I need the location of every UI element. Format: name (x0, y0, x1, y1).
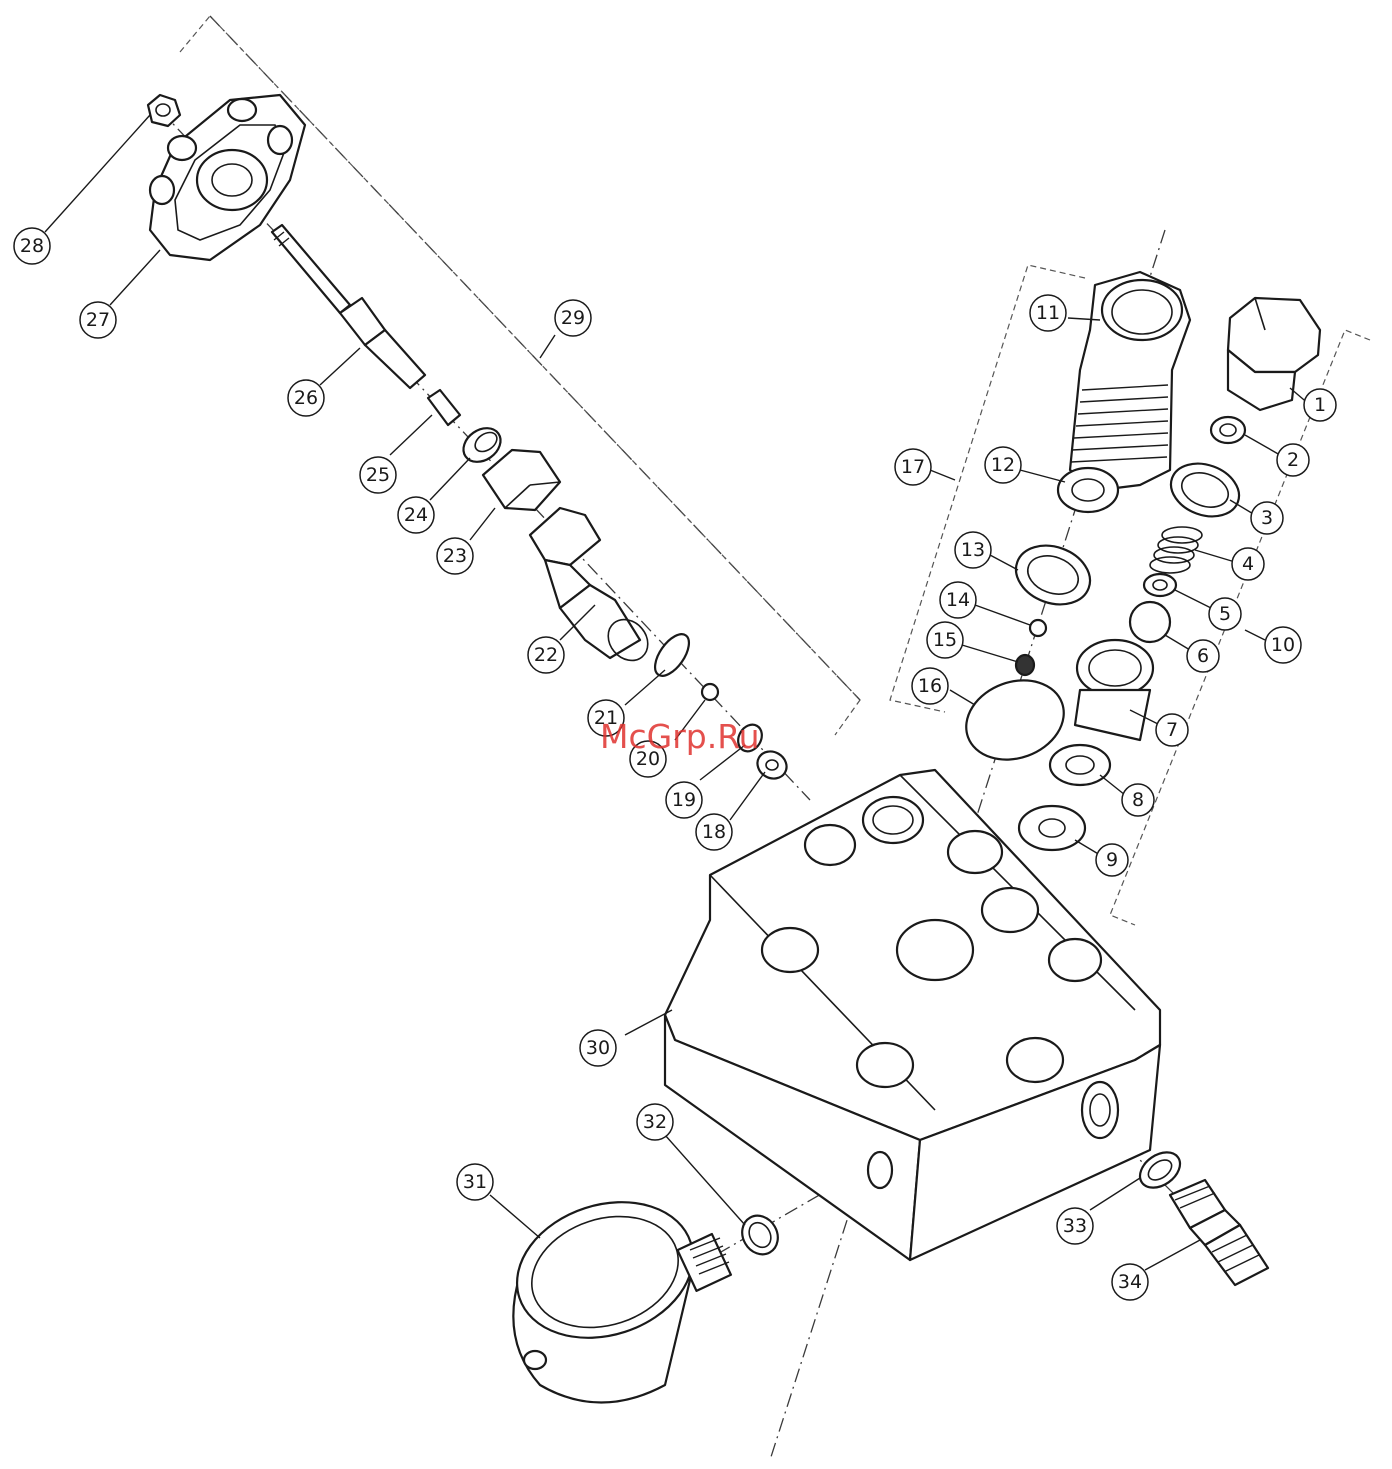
manifold-block (665, 770, 1160, 1260)
svg-text:7: 7 (1166, 719, 1178, 741)
callout-19: 19 (666, 782, 702, 818)
callout-29: 29 (555, 300, 591, 336)
hex-nut-23 (483, 450, 560, 510)
svg-text:11: 11 (1036, 302, 1060, 324)
callout-7: 7 (1156, 714, 1188, 746)
callout-1: 1 (1304, 389, 1336, 421)
ball-20 (702, 684, 718, 700)
ball-14 (1030, 620, 1046, 636)
callout-33: 33 (1057, 1208, 1093, 1244)
callout-16: 16 (912, 668, 948, 704)
svg-text:15: 15 (933, 629, 957, 651)
svg-text:8: 8 (1132, 789, 1144, 811)
fitting-34 (1170, 1180, 1268, 1285)
callout-8: 8 (1122, 784, 1154, 816)
washer-32 (735, 1209, 784, 1261)
svg-text:32: 32 (643, 1111, 667, 1133)
svg-text:33: 33 (1063, 1215, 1087, 1237)
svg-text:10: 10 (1271, 634, 1295, 656)
svg-text:24: 24 (404, 504, 428, 526)
svg-text:2: 2 (1287, 449, 1299, 471)
cap-1 (1228, 298, 1320, 410)
callout-6: 6 (1187, 640, 1219, 672)
callout-4: 4 (1232, 548, 1264, 580)
svg-text:5: 5 (1219, 603, 1231, 625)
callout-15: 15 (927, 622, 963, 658)
callout-34: 34 (1112, 1264, 1148, 1300)
part-8 (1050, 745, 1110, 785)
callout-22: 22 (528, 637, 564, 673)
callout-28: 28 (14, 228, 50, 264)
ball-6 (1130, 602, 1170, 642)
callout-30: 30 (580, 1030, 616, 1066)
part-5 (1144, 574, 1176, 596)
svg-text:4: 4 (1242, 553, 1254, 575)
callout-5: 5 (1209, 598, 1241, 630)
callout-25: 25 (360, 457, 396, 493)
svg-text:12: 12 (991, 454, 1015, 476)
spindle-26 (272, 225, 425, 388)
callout-12: 12 (985, 447, 1021, 483)
svg-text:9: 9 (1106, 849, 1118, 871)
callout-32: 32 (637, 1104, 673, 1140)
washer-3 (1164, 455, 1247, 526)
callout-9: 9 (1096, 844, 1128, 876)
svg-text:26: 26 (294, 387, 318, 409)
part-2 (1211, 417, 1245, 443)
callout-27: 27 (80, 302, 116, 338)
callout-13: 13 (955, 532, 991, 568)
callout-26: 26 (288, 380, 324, 416)
svg-text:18: 18 (702, 821, 726, 843)
callout-18: 18 (696, 814, 732, 850)
callout-17: 17 (895, 449, 931, 485)
svg-text:28: 28 (20, 235, 44, 257)
svg-text:34: 34 (1118, 1271, 1142, 1293)
callout-10: 10 (1265, 627, 1301, 663)
svg-text:16: 16 (918, 675, 942, 697)
pressure-gauge (499, 1180, 731, 1402)
nut-28 (148, 95, 180, 126)
svg-text:23: 23 (443, 545, 467, 567)
callout-23: 23 (437, 538, 473, 574)
svg-text:31: 31 (463, 1171, 487, 1193)
washer-13 (1008, 536, 1099, 615)
svg-text:30: 30 (586, 1037, 610, 1059)
callout-11: 11 (1030, 295, 1066, 331)
svg-text:29: 29 (561, 307, 585, 329)
callout-24: 24 (398, 497, 434, 533)
svg-text:14: 14 (946, 589, 970, 611)
threaded-body-11 (1070, 272, 1190, 490)
part-9 (1019, 806, 1085, 850)
callout-14: 14 (940, 582, 976, 618)
svg-text:6: 6 (1197, 645, 1209, 667)
svg-text:3: 3 (1261, 507, 1273, 529)
svg-text:27: 27 (86, 309, 110, 331)
svg-text:1: 1 (1314, 394, 1326, 416)
part-7 (1075, 640, 1153, 740)
callout-2: 2 (1277, 444, 1309, 476)
svg-text:17: 17 (901, 456, 925, 478)
spring-4 (1150, 527, 1202, 573)
svg-text:22: 22 (534, 644, 558, 666)
callout-31: 31 (457, 1164, 493, 1200)
watermark: McGrp.Ru (600, 717, 760, 756)
svg-text:13: 13 (961, 539, 985, 561)
svg-text:25: 25 (366, 464, 390, 486)
callout-3: 3 (1251, 502, 1283, 534)
part-25 (428, 390, 460, 425)
part-12 (1058, 468, 1118, 512)
part-15 (1016, 655, 1034, 675)
svg-text:19: 19 (672, 789, 696, 811)
